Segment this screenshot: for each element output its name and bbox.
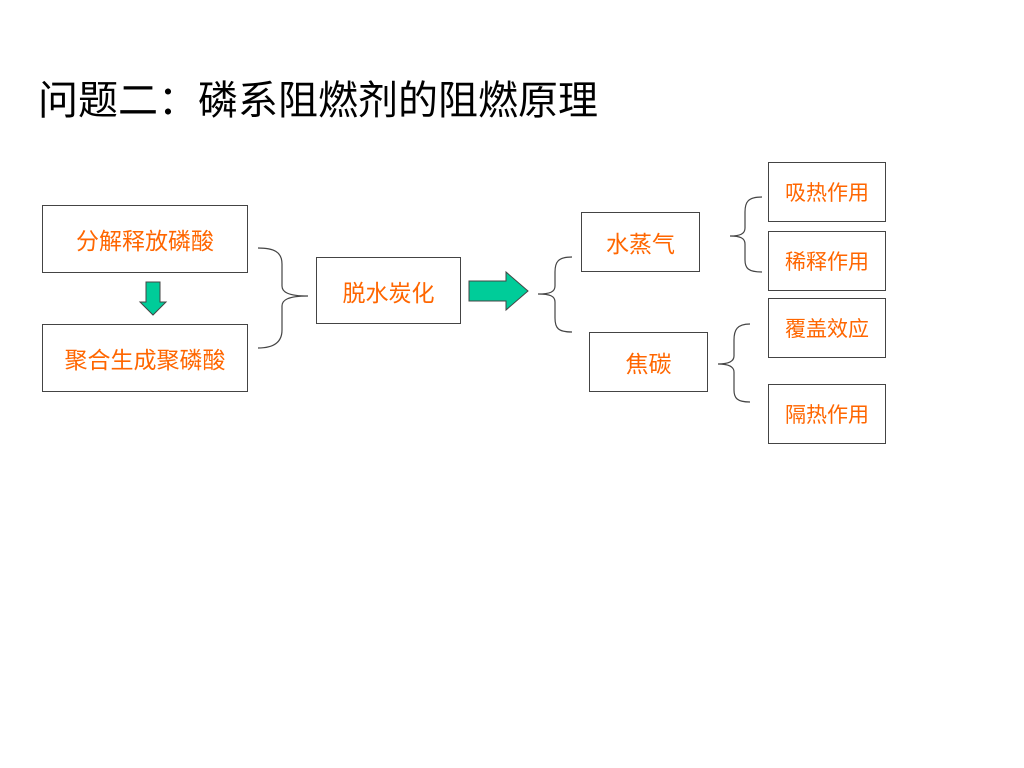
node-insulate: 隔热作用 bbox=[768, 384, 886, 444]
node-dilute: 稀释作用 bbox=[768, 231, 886, 291]
node-char: 焦碳 bbox=[589, 332, 708, 392]
node-decompose: 分解释放磷酸 bbox=[42, 205, 248, 273]
split-bracket bbox=[537, 256, 573, 333]
merge-bracket bbox=[257, 247, 309, 349]
node-polymerize: 聚合生成聚磷酸 bbox=[42, 324, 248, 392]
steam-bracket bbox=[729, 196, 763, 273]
right-arrow bbox=[468, 270, 529, 312]
page-title: 问题二：磷系阻燃剂的阻燃原理 bbox=[38, 78, 598, 124]
node-steam: 水蒸气 bbox=[581, 212, 700, 272]
node-absorb: 吸热作用 bbox=[768, 162, 886, 222]
down-arrow bbox=[138, 281, 168, 316]
node-cover: 覆盖效应 bbox=[768, 298, 886, 358]
char-bracket bbox=[717, 323, 751, 403]
node-dehydrate: 脱水炭化 bbox=[316, 257, 461, 324]
